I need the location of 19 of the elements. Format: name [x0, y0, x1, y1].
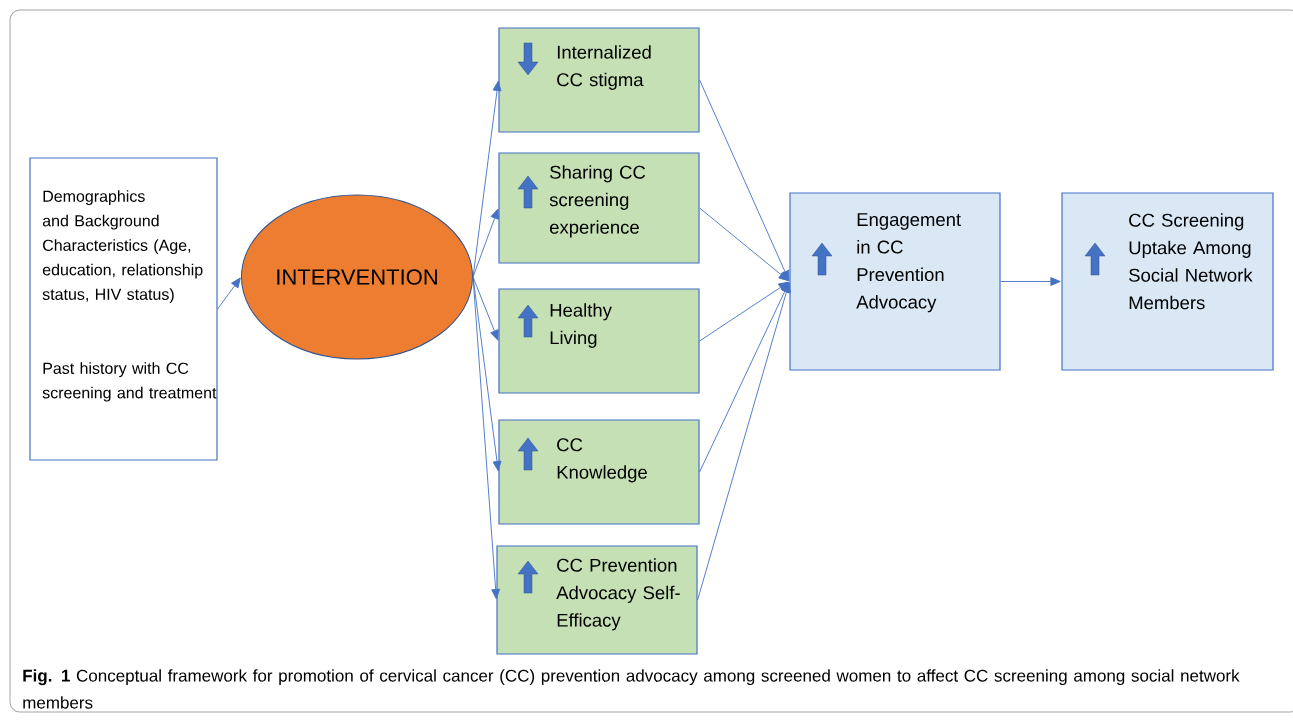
arrow	[472, 80, 502, 278]
arrow	[472, 276, 501, 600]
arrow	[699, 207, 789, 282]
arrow	[472, 208, 499, 278]
outcome-box: Sharing CC screening experience	[498, 152, 700, 264]
arrow	[472, 276, 499, 341]
arrow	[217, 277, 241, 310]
arrow	[1000, 277, 1061, 286]
arrow	[699, 281, 789, 342]
outcome-box: Healthy Living	[498, 288, 700, 394]
outcome-box: Internalized CC stigma	[498, 27, 700, 133]
arrow	[699, 79, 790, 281]
text-box: Demographics and Background Characteristics (Age, education, relationship status, HIV status) Past history with CC screening and treatment	[29, 157, 218, 461]
caption: Fig. 1 Conceptual framework for promotion of cervical cancer (CC) prevention advocacy among screened women to affect CC screening among social network members	[23, 669, 1240, 709]
outcome-box: CC Screening Uptake Among Social Network Members	[1061, 192, 1274, 371]
arrow	[697, 282, 791, 601]
outcome-box: CC Knowledge	[498, 419, 700, 525]
outcome-box: CC Prevention Advocacy Self-Efficacy	[496, 545, 698, 655]
outcome-box: Engagement in CC Prevention Advocacy	[789, 192, 1001, 371]
